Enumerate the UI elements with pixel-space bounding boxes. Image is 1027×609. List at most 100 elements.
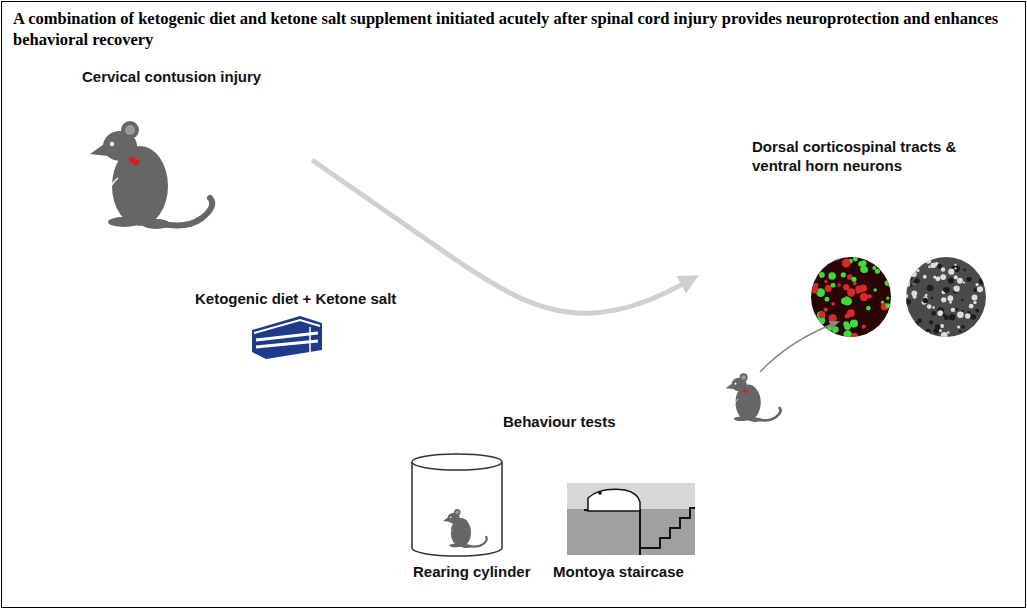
micrograph-part <box>906 257 986 337</box>
micrograph-part-part <box>929 320 933 324</box>
micrograph-part-part <box>906 317 913 324</box>
figure-title: A combination of ketogenic diet and keto… <box>13 8 1013 51</box>
micrograph-part-part <box>969 304 974 309</box>
micrograph-part-part <box>915 278 920 283</box>
micrograph-part-part <box>815 326 818 329</box>
cylinder-apparatus-part <box>412 462 502 556</box>
micrograph-part-part <box>844 324 851 331</box>
micrograph-part-part <box>860 293 868 301</box>
micrograph-part-part <box>853 256 858 261</box>
micrograph-part-part <box>916 254 922 260</box>
micrograph-part-part <box>979 278 985 284</box>
micrograph-part-part <box>819 272 825 278</box>
micrograph-part-part <box>957 311 964 318</box>
rat-icon-part <box>735 383 737 385</box>
rat-icon-part <box>142 219 170 229</box>
micrograph-part-part <box>906 275 909 278</box>
micrograph-part-part <box>866 306 871 311</box>
diet-icon-part <box>256 341 318 347</box>
micrograph-part-part <box>844 330 852 338</box>
rat-icon-part <box>741 375 746 380</box>
micrograph-part-part <box>971 331 975 335</box>
micrograph-part-part <box>966 277 971 282</box>
micrograph-part-part <box>837 283 840 286</box>
micrograph-part-part <box>825 285 832 292</box>
micrograph-part-part <box>926 332 930 336</box>
micrograph-part-part <box>954 286 960 292</box>
micrograph-part-part <box>973 301 976 304</box>
micrograph-part-part <box>951 308 955 312</box>
micrograph-part-part <box>973 288 977 292</box>
micrograph-part-part <box>859 285 867 293</box>
micrograph-part-part <box>824 280 827 283</box>
micrograph-part-part <box>881 322 888 329</box>
micrograph-part-part <box>958 256 961 259</box>
rat-icon <box>726 373 781 422</box>
micrograph-part-part <box>824 307 828 311</box>
micrograph-part-part <box>856 291 860 295</box>
rat-icon-part <box>125 125 135 135</box>
micrograph-part-part <box>975 309 979 313</box>
micrograph-part-part <box>850 319 858 327</box>
rat-icon-part <box>110 178 118 198</box>
micrograph-part-part <box>925 294 927 296</box>
rat-icon-part <box>726 383 734 389</box>
micrograph-part-part <box>831 283 836 288</box>
tissue-label: Dorsal corticospinal tracts & ventral ho… <box>752 138 997 176</box>
micrograph-part-part <box>949 301 952 304</box>
micrograph-part-part <box>925 329 930 334</box>
micrograph-part-part <box>923 298 928 303</box>
micrograph-part-part <box>832 326 839 333</box>
micrograph-part <box>811 257 891 337</box>
micrograph-part-part <box>843 297 851 305</box>
micrograph-part-part <box>935 324 941 330</box>
micrograph-part-part <box>829 314 837 322</box>
micrograph-part-part <box>931 311 936 316</box>
micrograph-part-part <box>961 299 963 301</box>
staircase-apparatus <box>567 483 695 555</box>
treatment-label: Ketogenic diet + Ketone salt <box>195 290 396 309</box>
micrograph-part-part <box>911 271 917 277</box>
micrograph-part-part <box>929 336 931 338</box>
rat-icon-part <box>734 417 748 422</box>
rat-icon-part <box>749 417 762 422</box>
micrograph-part-part <box>910 269 912 271</box>
rat-icon-part <box>450 517 452 519</box>
micrograph-part-part <box>911 267 914 270</box>
micrograph-part-part <box>983 334 986 337</box>
micrograph-part-part <box>948 278 954 284</box>
micrograph-part-part <box>851 333 858 340</box>
micrograph-part-part <box>957 325 960 328</box>
micrograph-part-part <box>954 267 956 269</box>
micrograph-part-part <box>873 288 877 292</box>
micrograph-part-part <box>948 269 954 275</box>
micrograph-part-part <box>939 329 942 332</box>
micrograph-part-part <box>923 275 927 279</box>
micrograph-part-part <box>932 306 934 308</box>
micrograph-part-part <box>959 330 962 333</box>
micrograph-part-part <box>867 294 871 298</box>
cylinder-apparatus-part <box>412 454 502 470</box>
micrograph-part-part <box>941 332 948 339</box>
micrograph-part-part <box>947 331 949 333</box>
micrograph-part <box>904 254 987 339</box>
micrograph-part-part <box>977 286 983 292</box>
cylinder-apparatus <box>412 454 502 556</box>
micrograph-part-part <box>969 333 975 339</box>
rat-icon-part <box>740 373 748 381</box>
micrograph-part-part <box>940 274 946 280</box>
micrograph-part-part <box>963 282 965 284</box>
rat-icon-part <box>462 544 472 548</box>
micrograph-part-part <box>925 258 931 264</box>
staircase-apparatus-part <box>567 483 695 555</box>
micrograph-part-part <box>842 259 851 268</box>
micrograph-part-part <box>980 255 984 259</box>
micrograph-part-part <box>916 269 919 272</box>
micrograph-part-part <box>961 325 965 329</box>
test-label: Rearing cylinder <box>413 563 531 582</box>
micrograph-part-part <box>962 310 964 312</box>
micrograph-part-part <box>940 324 944 328</box>
rat-icon-part <box>128 156 140 166</box>
micrograph-part-part <box>828 272 835 279</box>
